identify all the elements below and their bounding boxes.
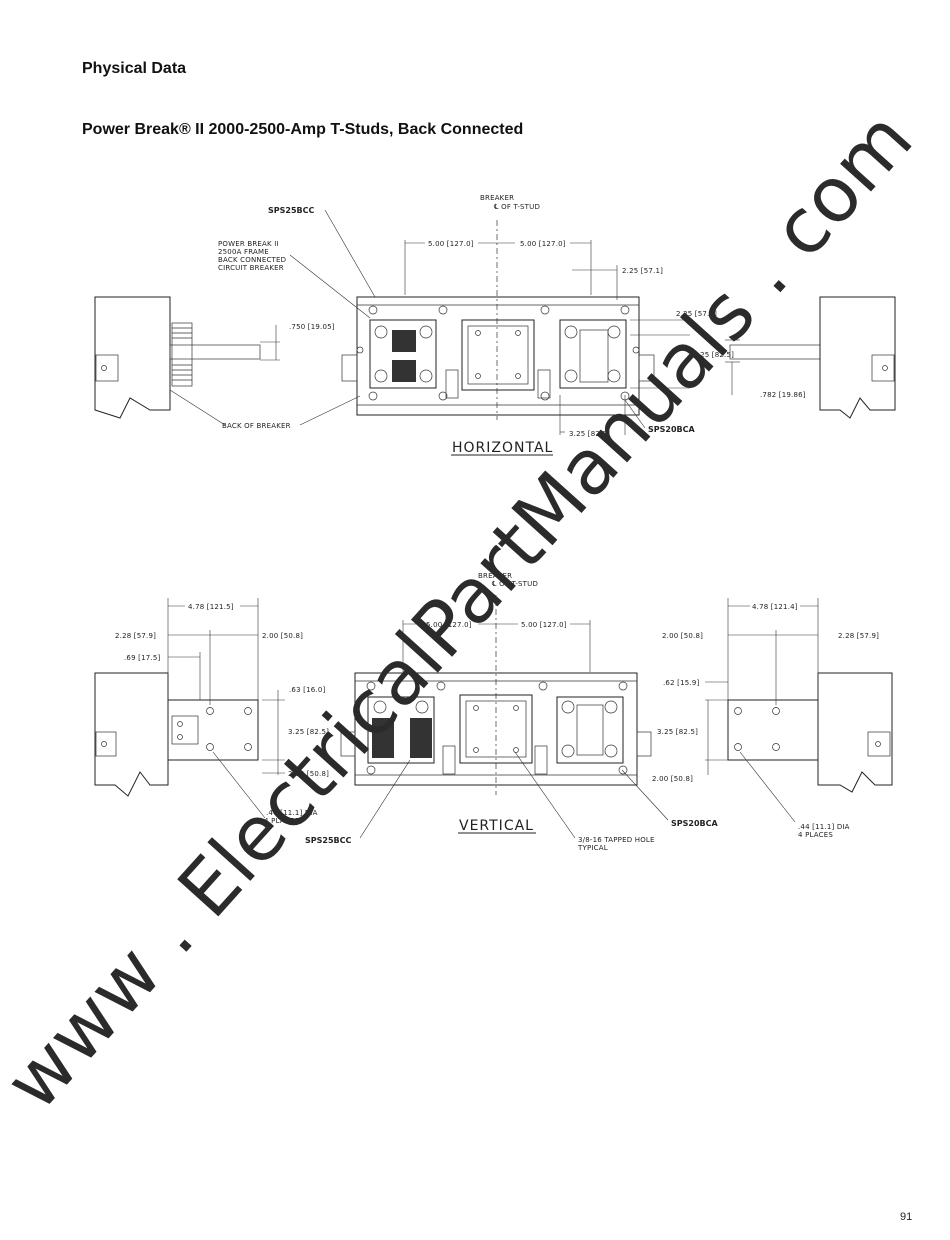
cl-label-h-1: BREAKER xyxy=(480,194,514,202)
hole-left-1: .44 [11.1] DIA xyxy=(266,809,318,817)
left-panel-bolt xyxy=(101,365,107,371)
cl-label-v-1: BREAKER xyxy=(478,572,512,580)
part-label-20-v: SPS20BCA xyxy=(671,819,718,828)
hex-bolts-horizontal xyxy=(356,305,640,401)
breaker-note-2: 2500A FRAME xyxy=(218,248,269,256)
right-panel-outline xyxy=(819,296,896,419)
view-label-horizontal: HORIZONTAL xyxy=(452,440,553,456)
breaker-note-4: CIRCUIT BREAKER xyxy=(218,264,284,272)
dim-h-782: .782 [19.86] xyxy=(760,391,806,399)
breaker-note-3: BACK CONNECTED xyxy=(218,256,286,264)
dim-h-750: .750 [19.05] xyxy=(289,323,335,331)
dim-v-r-200-top: 2.00 [50.8] xyxy=(662,632,703,640)
cl-label-v-2: ℄ OF T-STUD xyxy=(492,580,538,588)
dim-h-right-325: 3.25 [82.5] xyxy=(693,351,734,359)
part-label-25-v: SPS25BCC xyxy=(305,836,351,845)
hole-right-2: 4 PLACES xyxy=(798,831,833,839)
left-stud-stub xyxy=(341,354,358,382)
left-mounting-plate xyxy=(167,699,259,761)
right-stud-stub xyxy=(638,354,655,382)
back-of-breaker-label: BACK OF BREAKER xyxy=(222,422,291,430)
right-panel-outline-v xyxy=(817,672,893,793)
tstud-25-block xyxy=(369,319,437,389)
dim-h-left-500: 5.00 [127.0] xyxy=(428,240,474,248)
left-panel-clamp xyxy=(95,354,119,382)
breaker-body-vertical xyxy=(354,672,638,786)
hole-right-1: .44 [11.1] DIA xyxy=(798,823,850,831)
dim-h-bottom-325: 3.25 [82.5] xyxy=(569,430,610,438)
tstud-25-fins-top xyxy=(392,330,416,352)
breaker-note-1: POWER BREAK II xyxy=(218,240,279,248)
dim-h-right-500: 5.00 [127.0] xyxy=(520,240,566,248)
dim-v-r-325: 3.25 [82.5] xyxy=(657,728,698,736)
hole-left-2: 4 PLACES xyxy=(264,817,299,825)
dimension-lines-horizontal xyxy=(169,209,740,435)
dim-v-l-228: 2.28 [57.9] xyxy=(115,632,156,640)
dim-v-l-200-top: 2.00 [50.8] xyxy=(262,632,303,640)
dim-v-r-200-bottom: 2.00 [50.8] xyxy=(652,775,693,783)
dim-v-right-500: 5.00 [127.0] xyxy=(521,621,567,629)
part-label-25-h: SPS25BCC xyxy=(268,206,314,215)
tapped-note-2: TYPICAL xyxy=(577,844,608,852)
section-heading: Physical Data xyxy=(82,60,187,77)
dim-h-mid-225: 2.25 [57.1] xyxy=(676,310,717,318)
left-panel-outline xyxy=(94,296,171,419)
hex-bolts-vertical xyxy=(366,681,628,775)
left-panel-outline-v xyxy=(94,672,169,797)
dim-v-left-500: 5.00 [127.0] xyxy=(426,621,472,629)
dim-v-l-478: 4.78 [121.5] xyxy=(188,603,234,611)
center-pole-block xyxy=(461,319,535,391)
tstud-20-block-v xyxy=(556,696,624,764)
left-tstud-bar xyxy=(169,344,261,360)
view-label-vertical: VERTICAL xyxy=(459,818,534,834)
part-label-20-h: SPS20BCA xyxy=(648,425,695,434)
figure-title: Power Break® II 2000-2500-Amp T-Studs, B… xyxy=(82,121,524,138)
dim-v-r-62: .62 [15.9] xyxy=(663,679,699,687)
dim-v-l-69: .69 [17.5] xyxy=(124,654,160,662)
dim-v-l-200-bottom: 2.00 [50.8] xyxy=(288,770,329,778)
horizontal-view: BREAKER ℄ OF T-STUD SPS25BCC POWER BREAK… xyxy=(94,194,896,456)
tstud-25-fins-bottom xyxy=(392,360,416,382)
dim-v-r-228: 2.28 [57.9] xyxy=(838,632,879,640)
page-number: 91 xyxy=(900,1211,913,1223)
vertical-view: BREAKER ℄ OF T-STUD 5.00 [127.0] 5.00 [1… xyxy=(94,572,893,852)
tapped-note-1: 3/8-16 TAPPED HOLE xyxy=(578,836,655,844)
dim-v-l-63: .63 [16.0] xyxy=(289,686,325,694)
tstud-20-block xyxy=(559,319,627,389)
cl-label-h-2: ℄ OF T-STUD xyxy=(494,203,540,211)
dim-h-top-225: 2.25 [57.1] xyxy=(622,267,663,275)
dimension-lines-vertical xyxy=(167,598,819,839)
dim-v-r-478: 4.78 [121.4] xyxy=(752,603,798,611)
tstud-25-block-v xyxy=(367,696,435,764)
dim-v-l-325: 3.25 [82.5] xyxy=(288,728,329,736)
left-stud-fins xyxy=(171,322,193,387)
